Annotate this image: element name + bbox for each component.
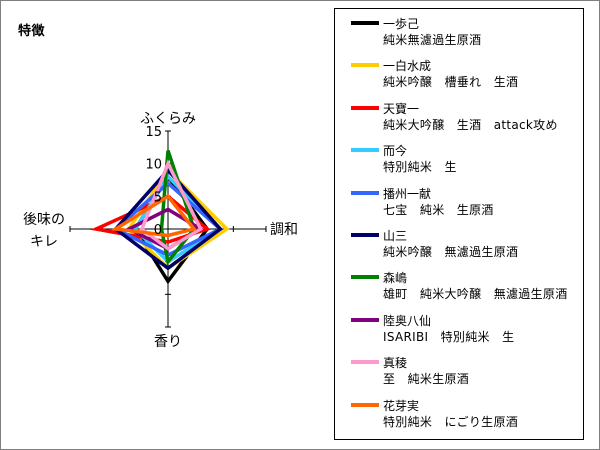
legend-series-name: 森嶋: [383, 271, 408, 286]
legend-series-name: 陸奥八仙: [383, 313, 432, 328]
chart-title: 特徴: [18, 24, 46, 39]
legend-item: 真稜至 純米生原酒: [335, 354, 583, 386]
legend-series-desc: ISARIBI 特別純米 生: [383, 329, 515, 344]
legend-swatch: [351, 105, 379, 110]
legend-series-desc: 純米吟醸 無濾過生原酒: [383, 245, 519, 259]
legend-swatch: [351, 21, 379, 25]
tick-label-0: 0: [154, 223, 162, 238]
legend: 一歩己純米無濾過生原酒一白水成純米吟醸 槽垂れ 生酒天寶一純米大吟醸 生酒 at…: [334, 8, 584, 440]
series-line-5: [113, 167, 223, 271]
tick-label-10: 10: [145, 158, 162, 173]
axis-label-2: 香り: [154, 334, 182, 350]
legend-item: 花芽実特別純米 にごり生原酒: [335, 397, 583, 429]
legend-item: 天寶一純米大吟醸 生酒 attack攻め: [335, 100, 583, 132]
legend-swatch: [351, 190, 379, 195]
legend-series-desc: 特別純米 にごり生原酒: [383, 414, 519, 429]
legend-series-desc: 純米吟醸 槽垂れ 生酒: [383, 75, 519, 90]
legend-series-name: 天寶一: [383, 101, 420, 116]
legend-series-name: 一歩己: [383, 17, 420, 31]
legend-swatch: [351, 360, 379, 365]
legend-series-desc: 純米大吟醸 生酒 attack攻め: [383, 117, 558, 132]
legend-swatch: [351, 317, 379, 322]
tick-label-15: 15: [145, 125, 162, 140]
legend-item: 山三純米吟醸 無濾過生原酒: [335, 227, 583, 259]
legend-series-name: 一白水成: [383, 59, 432, 74]
legend-item: 森嶋雄町 純米大吟醸 無濾過生原酒: [335, 269, 583, 301]
legend-swatch: [351, 148, 379, 153]
legend-item: 播州一献七宝 純米 生原酒: [335, 185, 583, 217]
legend-item: 而今特別純米 生: [335, 142, 583, 174]
legend-series-desc: 七宝 純米 生原酒: [383, 202, 494, 217]
legend-series-desc: 純米無濾過生原酒: [383, 33, 482, 47]
legend-series-name: 真稜: [383, 356, 408, 371]
axis-label-0: ふくらみ: [140, 111, 196, 127]
legend-series-desc: 特別純米 生: [383, 160, 457, 175]
legend-series-name: 播州一献: [383, 186, 432, 201]
legend-swatch: [351, 63, 379, 68]
legend-item: 一白水成純米吟醸 槽垂れ 生酒: [335, 57, 583, 89]
tick-label-5: 5: [154, 190, 162, 205]
series-line-6: [159, 150, 197, 266]
legend-swatch: [351, 233, 379, 237]
axis-label-3: 後味のキレ: [23, 212, 65, 250]
axis-label-1: 調和: [270, 222, 298, 238]
legend-item: 一歩己純米無濾過生原酒: [335, 15, 583, 47]
series-line-9: [110, 193, 198, 238]
legend-series-desc: 至 純米生原酒: [383, 372, 470, 387]
legend-swatch: [351, 402, 379, 407]
legend-series-name: 而今: [383, 144, 408, 159]
legend-swatch: [351, 275, 379, 280]
legend-series-name: 花芽実: [383, 398, 420, 413]
legend-series-name: 山三: [383, 229, 408, 243]
legend-series-desc: 雄町 純米大吟醸 無濾過生原酒: [383, 287, 568, 302]
